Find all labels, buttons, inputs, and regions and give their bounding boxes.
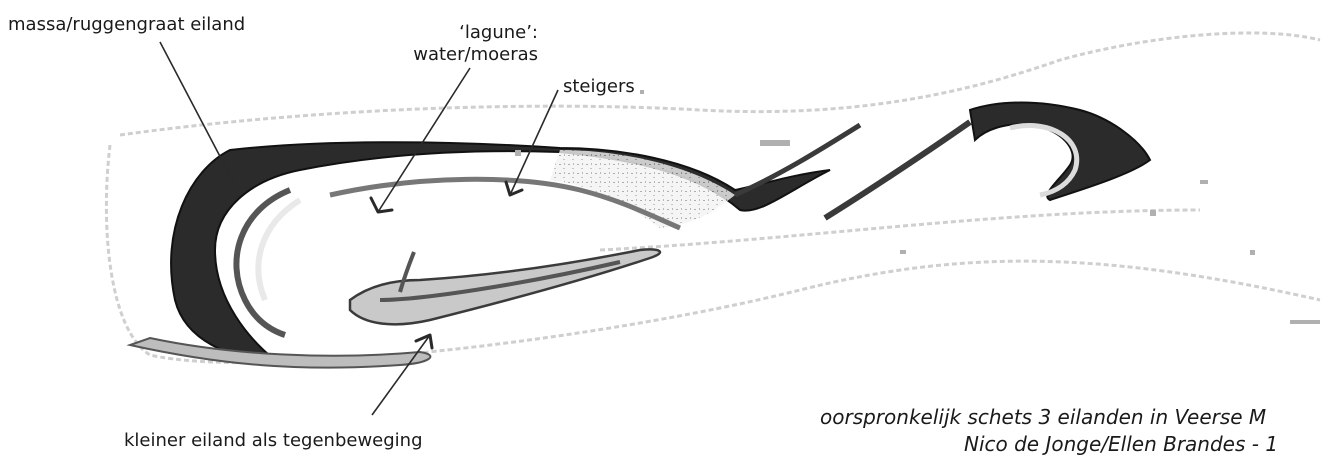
main-island-base-strip bbox=[130, 338, 430, 368]
lagune-pointer-line bbox=[378, 68, 470, 212]
lagoon-rim-white bbox=[258, 200, 300, 300]
label-kleiner-eiland: kleiner eiland als tegenbeweging bbox=[124, 430, 423, 452]
label-lagune-title: ‘lagune’: bbox=[368, 22, 538, 44]
massa-pointer-line bbox=[160, 42, 235, 185]
caption-line-1: oorspronkelijk schets 3 eilanden in Veer… bbox=[820, 405, 1333, 430]
right-island-inner-arc bbox=[1010, 126, 1077, 195]
label-lagune-detail: water/moeras bbox=[368, 44, 538, 66]
right-thin-strip bbox=[825, 122, 970, 218]
lagune-arrowhead bbox=[371, 198, 392, 212]
kleiner-arrowhead bbox=[416, 335, 432, 348]
label-lagune: ‘lagune’: water/moeras bbox=[368, 22, 538, 66]
caption-line-2: Nico de Jonge/Ellen Brandes - 1 bbox=[964, 432, 1333, 457]
label-massa-ruggengraat: massa/ruggengraat eiland bbox=[8, 14, 245, 36]
label-steigers: steigers bbox=[563, 76, 635, 98]
steigers-arrowhead bbox=[506, 182, 522, 195]
kleiner-pointer-line bbox=[372, 335, 430, 415]
